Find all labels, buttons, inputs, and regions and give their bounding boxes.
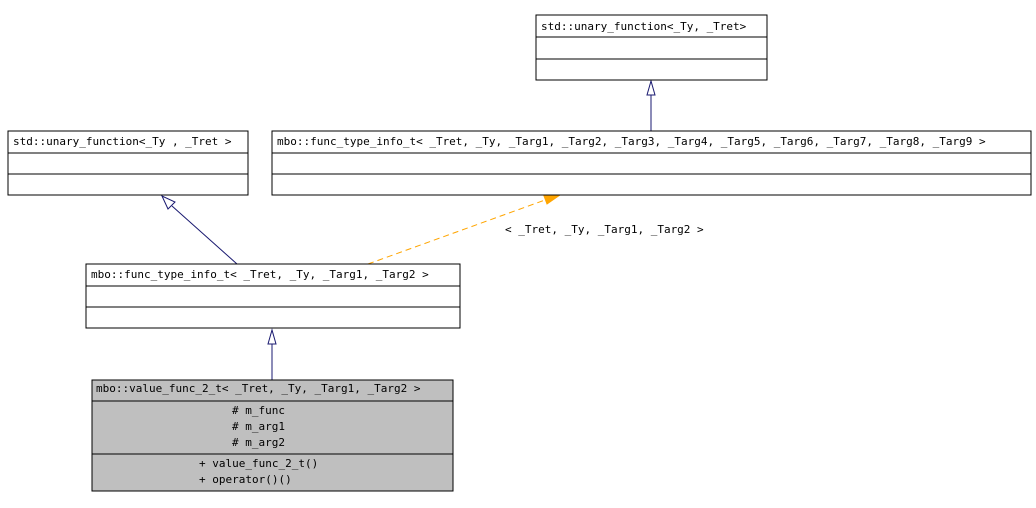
attribute: # m_func [232,404,285,417]
attribute: # m_arg1 [232,420,285,433]
inheritance-edge-func-type-info-left [171,205,238,265]
inheritance-arrowhead [160,194,176,210]
operation: + operator()() [199,473,292,486]
class-title: std::unary_function<_Ty , _Tret > [13,135,232,148]
class-title: mbo::value_func_2_t< _Tret, _Ty, _Targ1,… [96,382,421,395]
inheritance-arrowhead [646,79,656,96]
class-box-func-type-info-2[interactable]: mbo::func_type_info_t< _Tret, _Ty, _Targ… [85,263,461,329]
template-binding-label: < _Tret, _Ty, _Targ1, _Targ2 > [505,223,704,236]
template-binding-edge [367,199,546,265]
operation: + value_func_2_t() [199,457,318,470]
inheritance-arrowhead [267,328,277,345]
attribute: # m_arg2 [232,436,285,449]
class-box-value-func-2[interactable]: mbo::value_func_2_t< _Tret, _Ty, _Targ1,… [91,379,454,492]
class-title: mbo::func_type_info_t< _Tret, _Ty, _Targ… [277,135,986,148]
class-box-unary-function-left[interactable]: std::unary_function<_Ty , _Tret > [7,130,249,196]
template-binding-arrowhead [543,194,562,205]
class-title: mbo::func_type_info_t< _Tret, _Ty, _Targ… [91,268,429,281]
class-box-unary-function-top[interactable]: std::unary_function<_Ty, _Tret> [535,14,768,81]
class-box-func-type-info-9[interactable]: mbo::func_type_info_t< _Tret, _Ty, _Targ… [271,130,1032,196]
class-title: std::unary_function<_Ty, _Tret> [541,20,747,33]
